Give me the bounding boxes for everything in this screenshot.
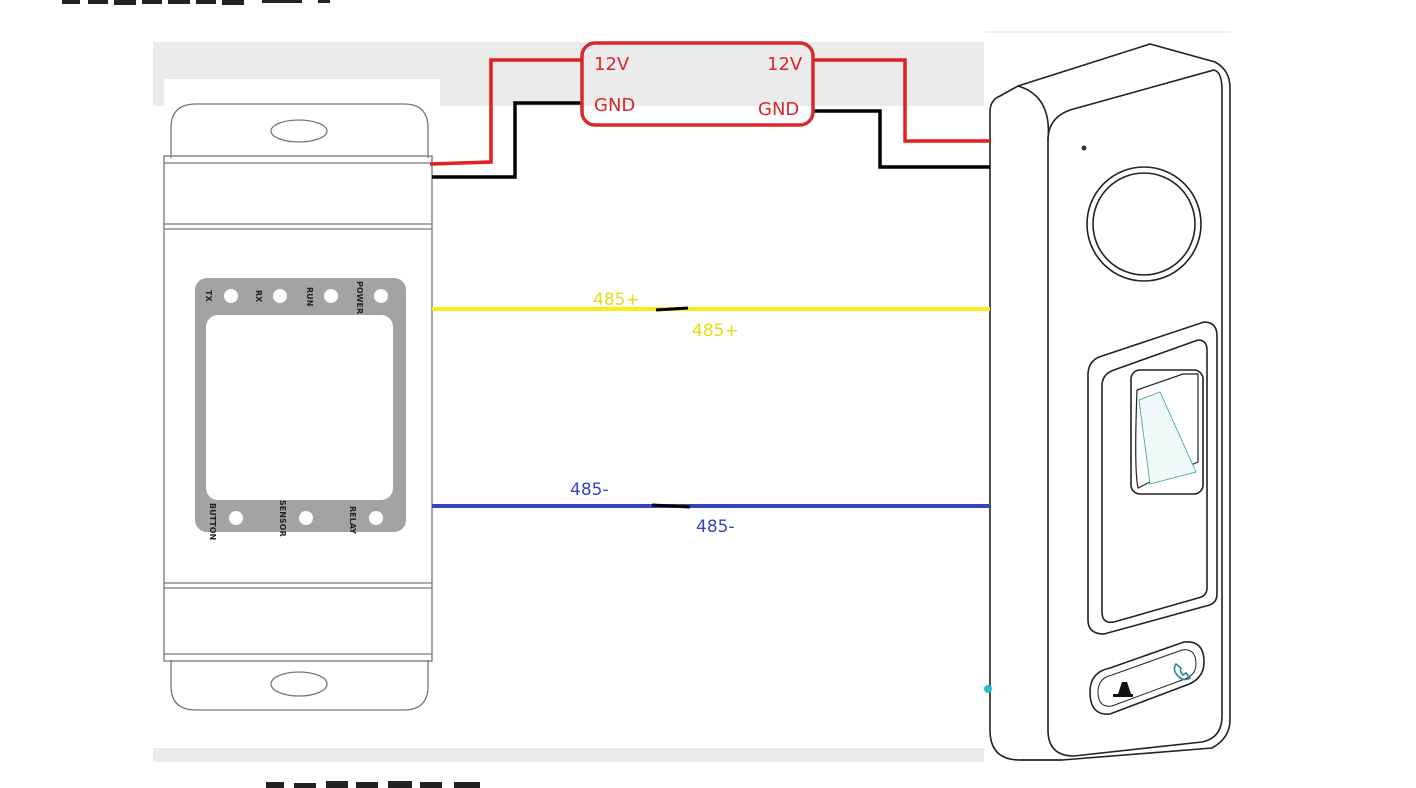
device-front-panel — [1047, 69, 1223, 757]
indicator-label-button: BUTTON — [208, 503, 217, 540]
indicator-panel: TX RX RUN POWER BUTTON SENSOR RELAY — [195, 278, 406, 540]
camera-lens-outer — [1086, 166, 1202, 282]
fingerprint-bezel-outer — [1087, 321, 1218, 635]
camera-lens-inner — [1092, 172, 1196, 276]
right-gnd-wire — [812, 109, 990, 169]
module-body — [163, 155, 433, 662]
rs485-plus-right-label: 485+ — [692, 321, 739, 341]
indicator-label-power: POWER — [355, 281, 364, 314]
psu-right-gnd-label: GND — [758, 99, 799, 120]
bottom-strip — [153, 748, 984, 762]
indicator-label-rx: RX — [254, 290, 263, 303]
phone-icon — [1173, 662, 1192, 681]
psu-left-12v-label: 12V — [594, 54, 630, 75]
relay-led — [369, 511, 383, 525]
rs485-plus-left-label: 485+ — [593, 290, 640, 310]
indicator-label-sensor: SENSOR — [278, 500, 287, 537]
cropped-bottom-text — [266, 781, 480, 788]
indicator-label-relay: RELAY — [348, 506, 357, 534]
power-led — [374, 289, 388, 303]
left-12v-wire — [429, 58, 583, 166]
rs485-minus-left-label: 485- — [570, 480, 609, 500]
control-module — [163, 103, 433, 711]
right-12v-wire — [812, 58, 990, 143]
indicator-label-run: RUN — [305, 287, 314, 306]
bell-icon — [1113, 682, 1133, 697]
access-reader-device — [989, 43, 1231, 761]
top-mounting-hole — [270, 119, 328, 143]
power-supply-box — [580, 41, 815, 127]
call-button-pill-inner — [1097, 649, 1197, 707]
fingerprint-sensor — [1135, 373, 1199, 489]
indicator-label-tx: TX — [204, 290, 213, 302]
device-side-edge — [1017, 85, 1050, 141]
indicator-dot — [1081, 145, 1087, 151]
indicator-window — [206, 315, 393, 500]
right-background — [985, 32, 1231, 762]
device-outer-body — [989, 43, 1231, 761]
run-led — [324, 289, 338, 303]
rs485-minus-wire — [432, 503, 990, 509]
cropped-top-text — [62, 0, 330, 5]
sensor-led — [299, 511, 313, 525]
module-top-tab — [170, 103, 429, 158]
tx-led — [224, 289, 238, 303]
button-led — [229, 511, 243, 525]
psu-left-gnd-label: GND — [594, 95, 635, 116]
anchor-dot — [984, 685, 992, 693]
fingerprint-shade — [1138, 391, 1197, 485]
rs485-minus-splice — [651, 503, 691, 509]
module-bottom-tab — [170, 660, 429, 711]
psu-right-12v-label: 12V — [767, 54, 803, 75]
rs485-plus-splice — [655, 306, 689, 312]
power-supply-wiring — [429, 58, 990, 179]
bottom-mounting-hole — [270, 671, 328, 697]
fingerprint-window — [1130, 369, 1204, 495]
call-button-pill — [1089, 641, 1205, 715]
left-gnd-wire — [432, 101, 583, 179]
rx-led — [273, 289, 287, 303]
rs485-minus-right-label: 485- — [696, 517, 735, 537]
fingerprint-bezel-inner — [1101, 339, 1208, 624]
rs485-plus-wire — [432, 306, 990, 312]
